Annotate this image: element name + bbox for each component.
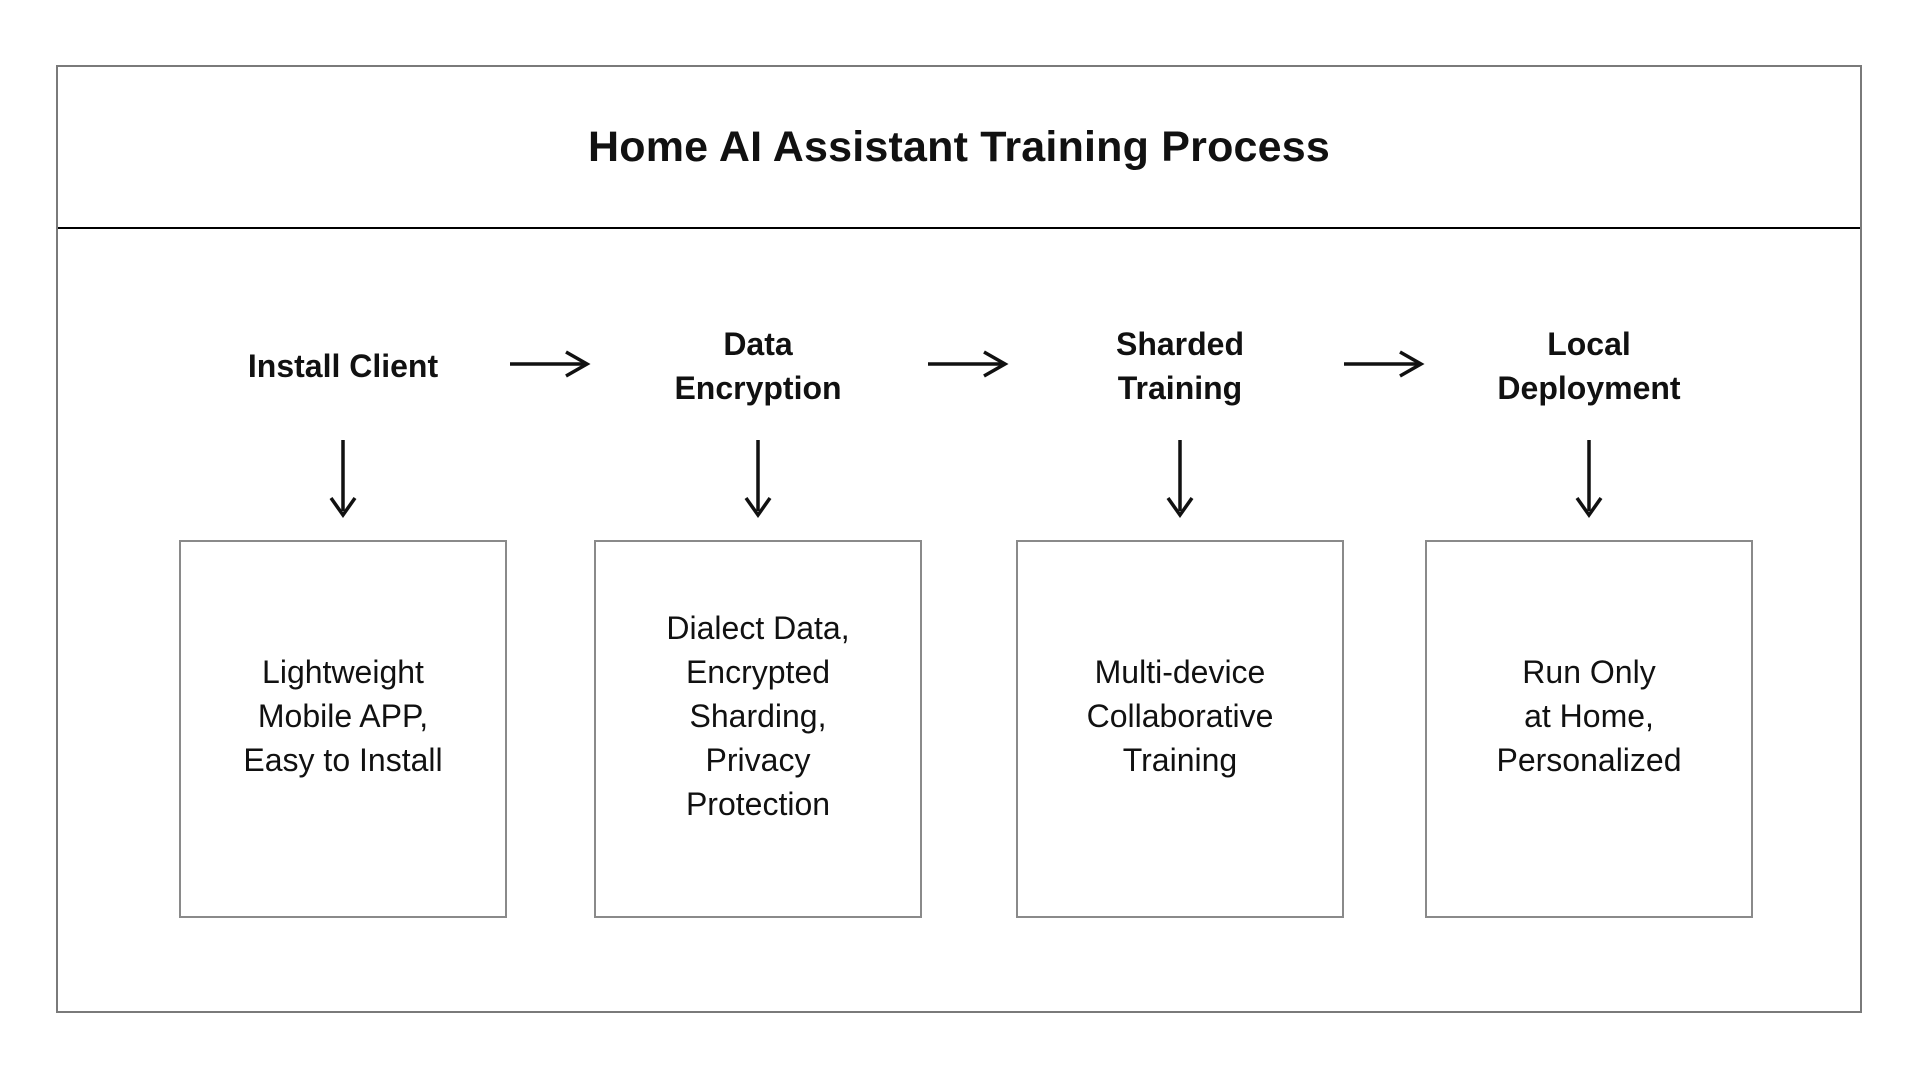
stage-detail-text: Lightweight Mobile APP, Easy to Install	[243, 654, 443, 778]
arrow-down-icon	[744, 440, 772, 519]
stage-label: Sharded Training	[1115, 326, 1245, 406]
stage-label: Install Client	[247, 348, 439, 384]
stage-detail-box: Multi-device Collaborative Training	[1016, 540, 1344, 918]
stage-data-encryption: Data Encryption Dialect Data, Encrypted …	[594, 318, 922, 918]
stage-detail-text: Run Only at Home, Personalized	[1496, 654, 1682, 778]
arrow-right-icon	[928, 350, 1009, 378]
stage-label: Data Encryption	[674, 326, 842, 406]
diagram-title: Home AI Assistant Training Process	[588, 122, 1330, 171]
arrow-down-icon	[329, 440, 357, 519]
stage-detail-text: Multi-device Collaborative Training	[1086, 654, 1274, 778]
stage-detail-text: Dialect Data, Encrypted Sharding, Privac…	[666, 610, 850, 822]
arrow-right-icon	[510, 350, 591, 378]
arrow-down-icon	[1166, 440, 1194, 519]
stage-install-client: Install Client Lightweight Mobile APP, E…	[179, 318, 507, 918]
stage-local-deployment: Local Deployment Run Only at Home, Perso…	[1425, 318, 1753, 918]
stage-label: Local Deployment	[1497, 326, 1681, 406]
stage-detail-box: Run Only at Home, Personalized	[1425, 540, 1753, 918]
stage-detail-box: Dialect Data, Encrypted Sharding, Privac…	[594, 540, 922, 918]
arrow-right-icon	[1344, 350, 1425, 378]
arrow-down-icon	[1575, 440, 1603, 519]
stage-detail-box: Lightweight Mobile APP, Easy to Install	[179, 540, 507, 918]
diagram-frame: Home AI Assistant Training Process Insta…	[56, 65, 1862, 1013]
stage-sharded-training: Sharded Training Multi-device Collaborat…	[1016, 318, 1344, 918]
diagram-header: Home AI Assistant Training Process	[58, 67, 1860, 229]
